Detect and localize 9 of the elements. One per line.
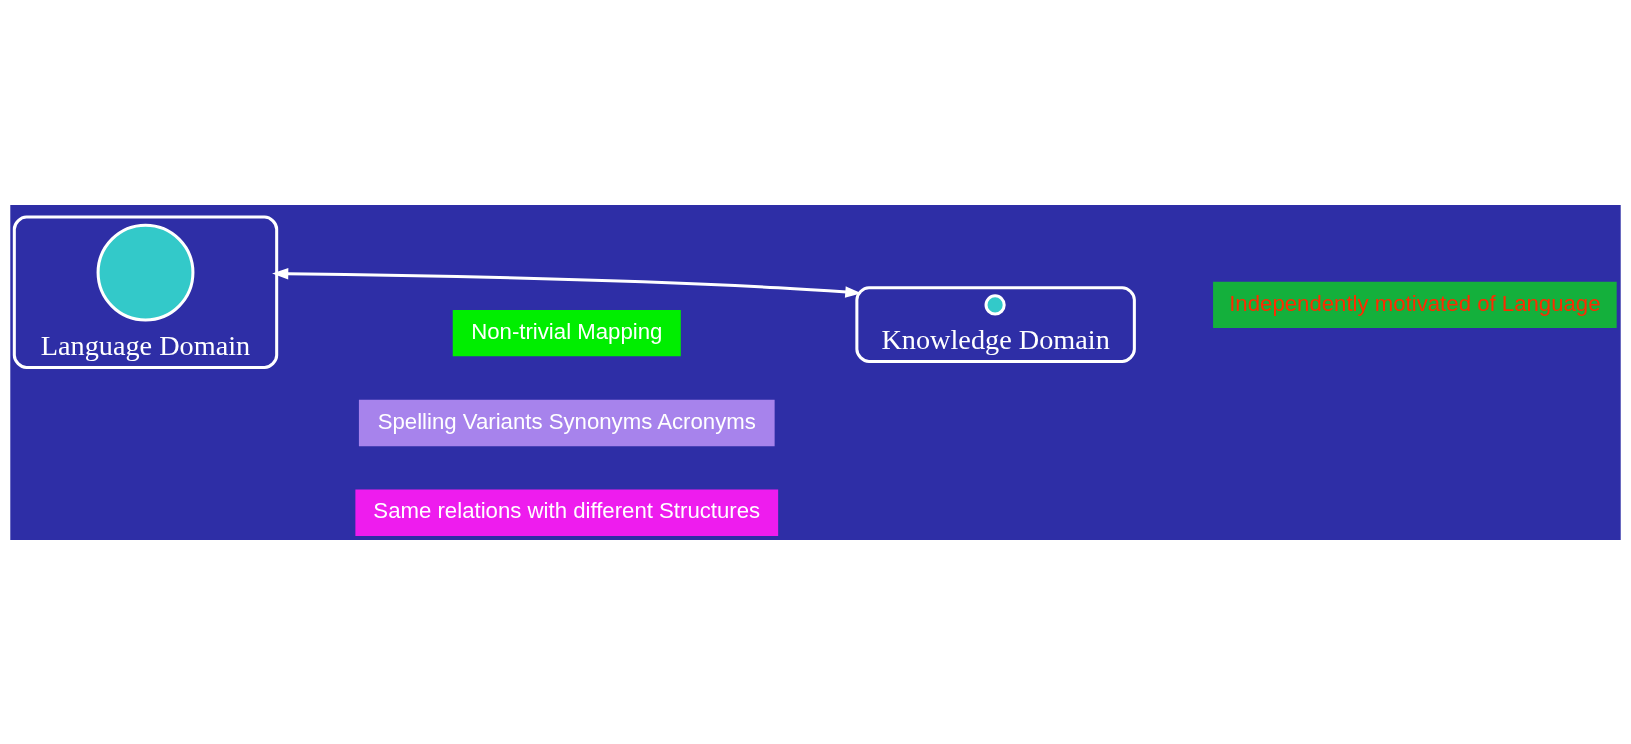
cluster: Language Domain: [12, 215, 279, 369]
node-box: Same relations with different Structures: [355, 489, 779, 536]
node-box: Spelling Variants Synonyms Acronyms: [358, 399, 775, 446]
arrow: [272, 267, 862, 298]
node-circle: [984, 293, 1006, 315]
node-box: Non-trivial Mapping: [452, 309, 681, 356]
cluster: Knowledge Domain: [855, 285, 1136, 363]
node-circle: [96, 223, 195, 322]
node-box: Independently motivated of Language: [1213, 281, 1617, 328]
